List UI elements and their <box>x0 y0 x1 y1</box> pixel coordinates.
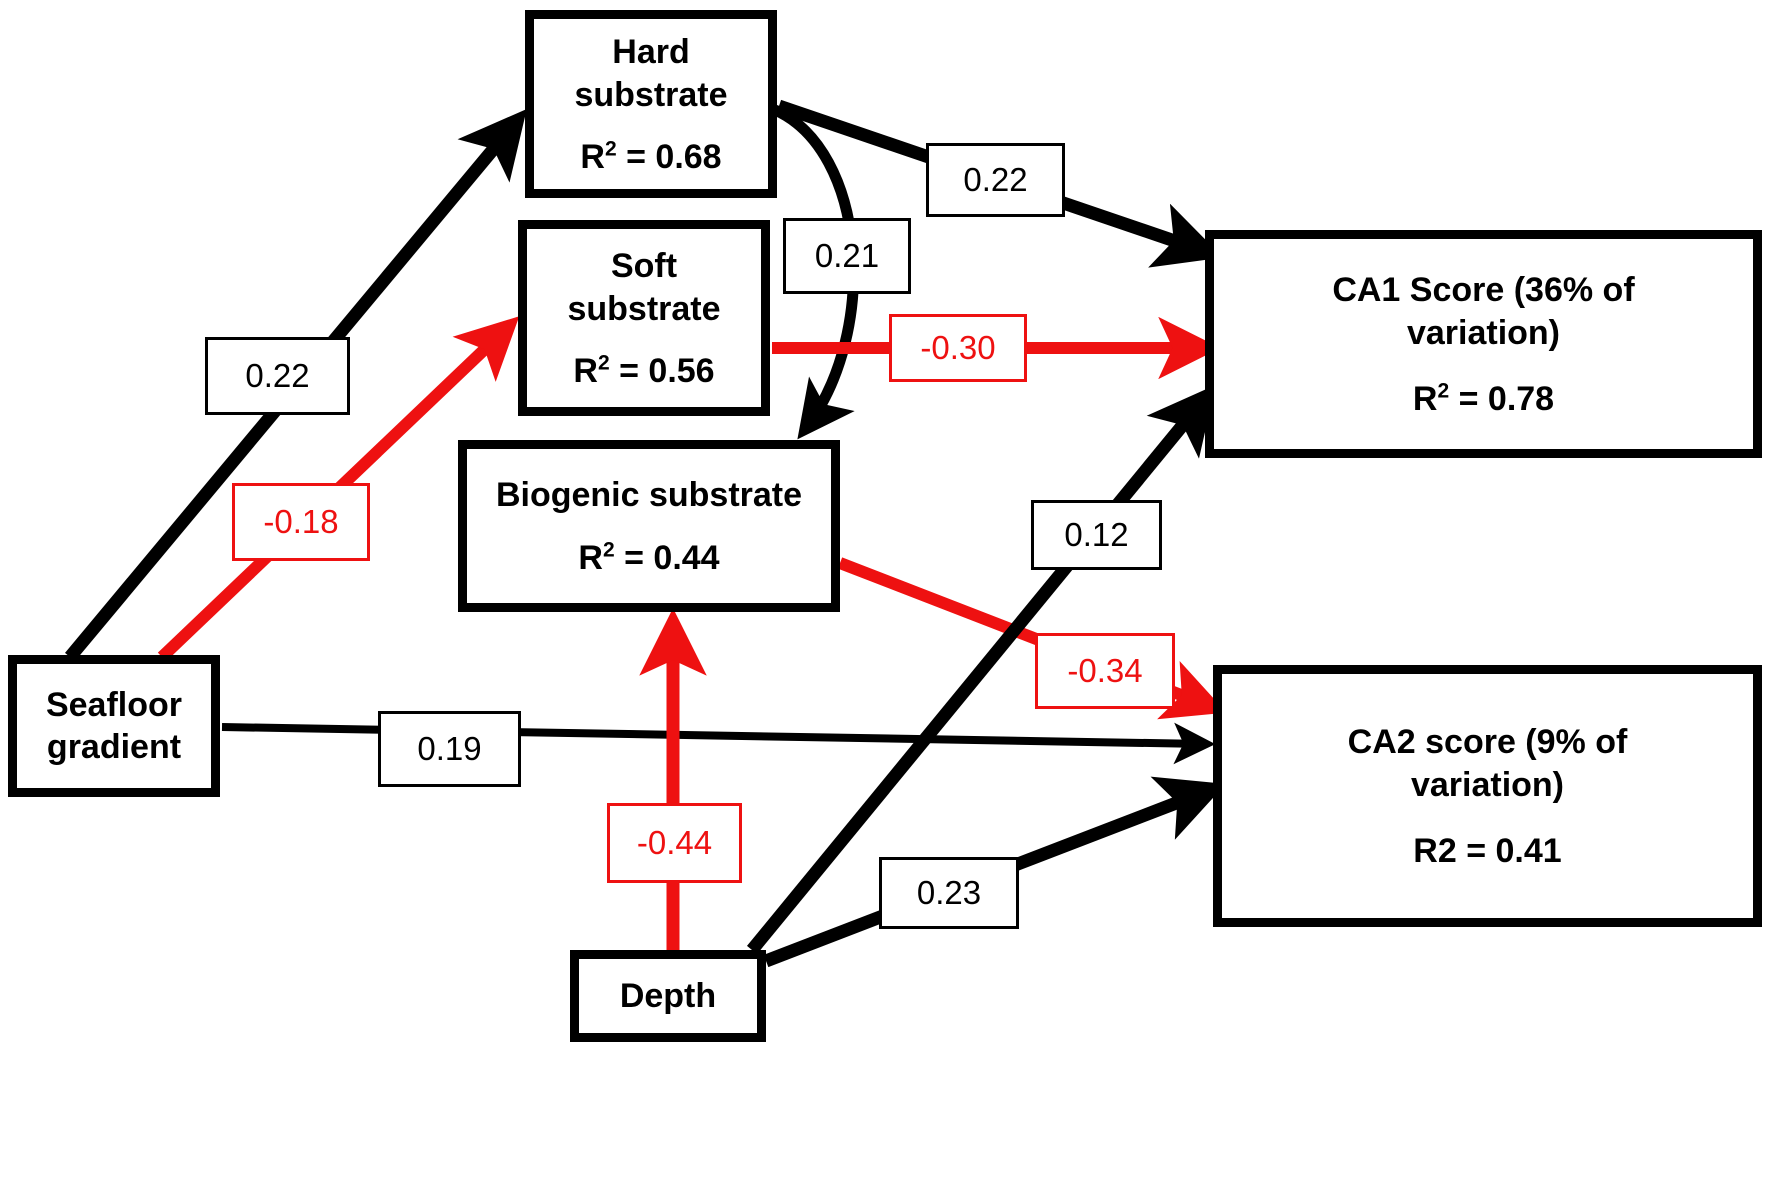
coefficient-depth-to-biogenic: -0.44 <box>607 803 742 883</box>
node-biogenic-substrate[interactable]: Biogenic substrate R2 = 0.44 <box>458 440 840 612</box>
path-depth-to-ca1 <box>746 384 1216 955</box>
node-ca1-score-label: CA1 Score (36% of variation) <box>1332 271 1635 352</box>
node-hard-substrate-r2: R2 = 0.68 <box>580 137 722 176</box>
node-ca2-score-label: CA2 score (9% of variation) <box>1347 723 1628 804</box>
coefficient-seafloor-to-ca2: 0.19 <box>378 711 521 787</box>
node-ca1-score[interactable]: CA1 Score (36% of variation) R2 = 0.78 <box>1205 230 1762 458</box>
node-ca2-score[interactable]: CA2 score (9% of variation) R2 = 0.41 <box>1213 665 1762 927</box>
coefficient-seafloor-to-soft: -0.18 <box>232 483 370 561</box>
coefficient-hard-to-ca1: 0.22 <box>926 143 1065 217</box>
node-soft-substrate[interactable]: Soft substrate R2 = 0.56 <box>518 220 770 416</box>
node-depth-label: Depth <box>619 976 717 1015</box>
node-ca2-score-r2: R2 = 0.41 <box>1413 832 1562 870</box>
coefficient-biogenic-to-ca2: -0.34 <box>1035 633 1175 709</box>
node-biogenic-substrate-r2: R2 = 0.44 <box>578 538 720 577</box>
node-depth[interactable]: Depth <box>570 950 766 1042</box>
coefficient-depth-to-ca2: 0.23 <box>879 857 1019 929</box>
path-seafloor-to-ca2 <box>221 722 1216 765</box>
coefficient-hard-to-biogenic: 0.21 <box>783 218 911 294</box>
node-seafloor-gradient-label: Seafloor gradient <box>45 685 183 767</box>
coefficient-depth-to-ca1: 0.12 <box>1031 500 1162 570</box>
coefficient-seafloor-to-hard: 0.22 <box>205 337 350 415</box>
node-hard-substrate[interactable]: Hard substrate R2 = 0.68 <box>525 10 777 198</box>
node-biogenic-substrate-label: Biogenic substrate <box>495 476 803 515</box>
node-soft-substrate-label: Soft substrate <box>567 247 721 328</box>
node-hard-substrate-label: Hard substrate <box>574 33 728 114</box>
node-seafloor-gradient[interactable]: Seafloor gradient <box>8 655 220 797</box>
node-ca1-score-r2: R2 = 0.78 <box>1412 379 1555 418</box>
node-soft-substrate-r2: R2 = 0.56 <box>573 351 715 390</box>
coefficient-soft-to-ca1: -0.30 <box>889 314 1027 382</box>
